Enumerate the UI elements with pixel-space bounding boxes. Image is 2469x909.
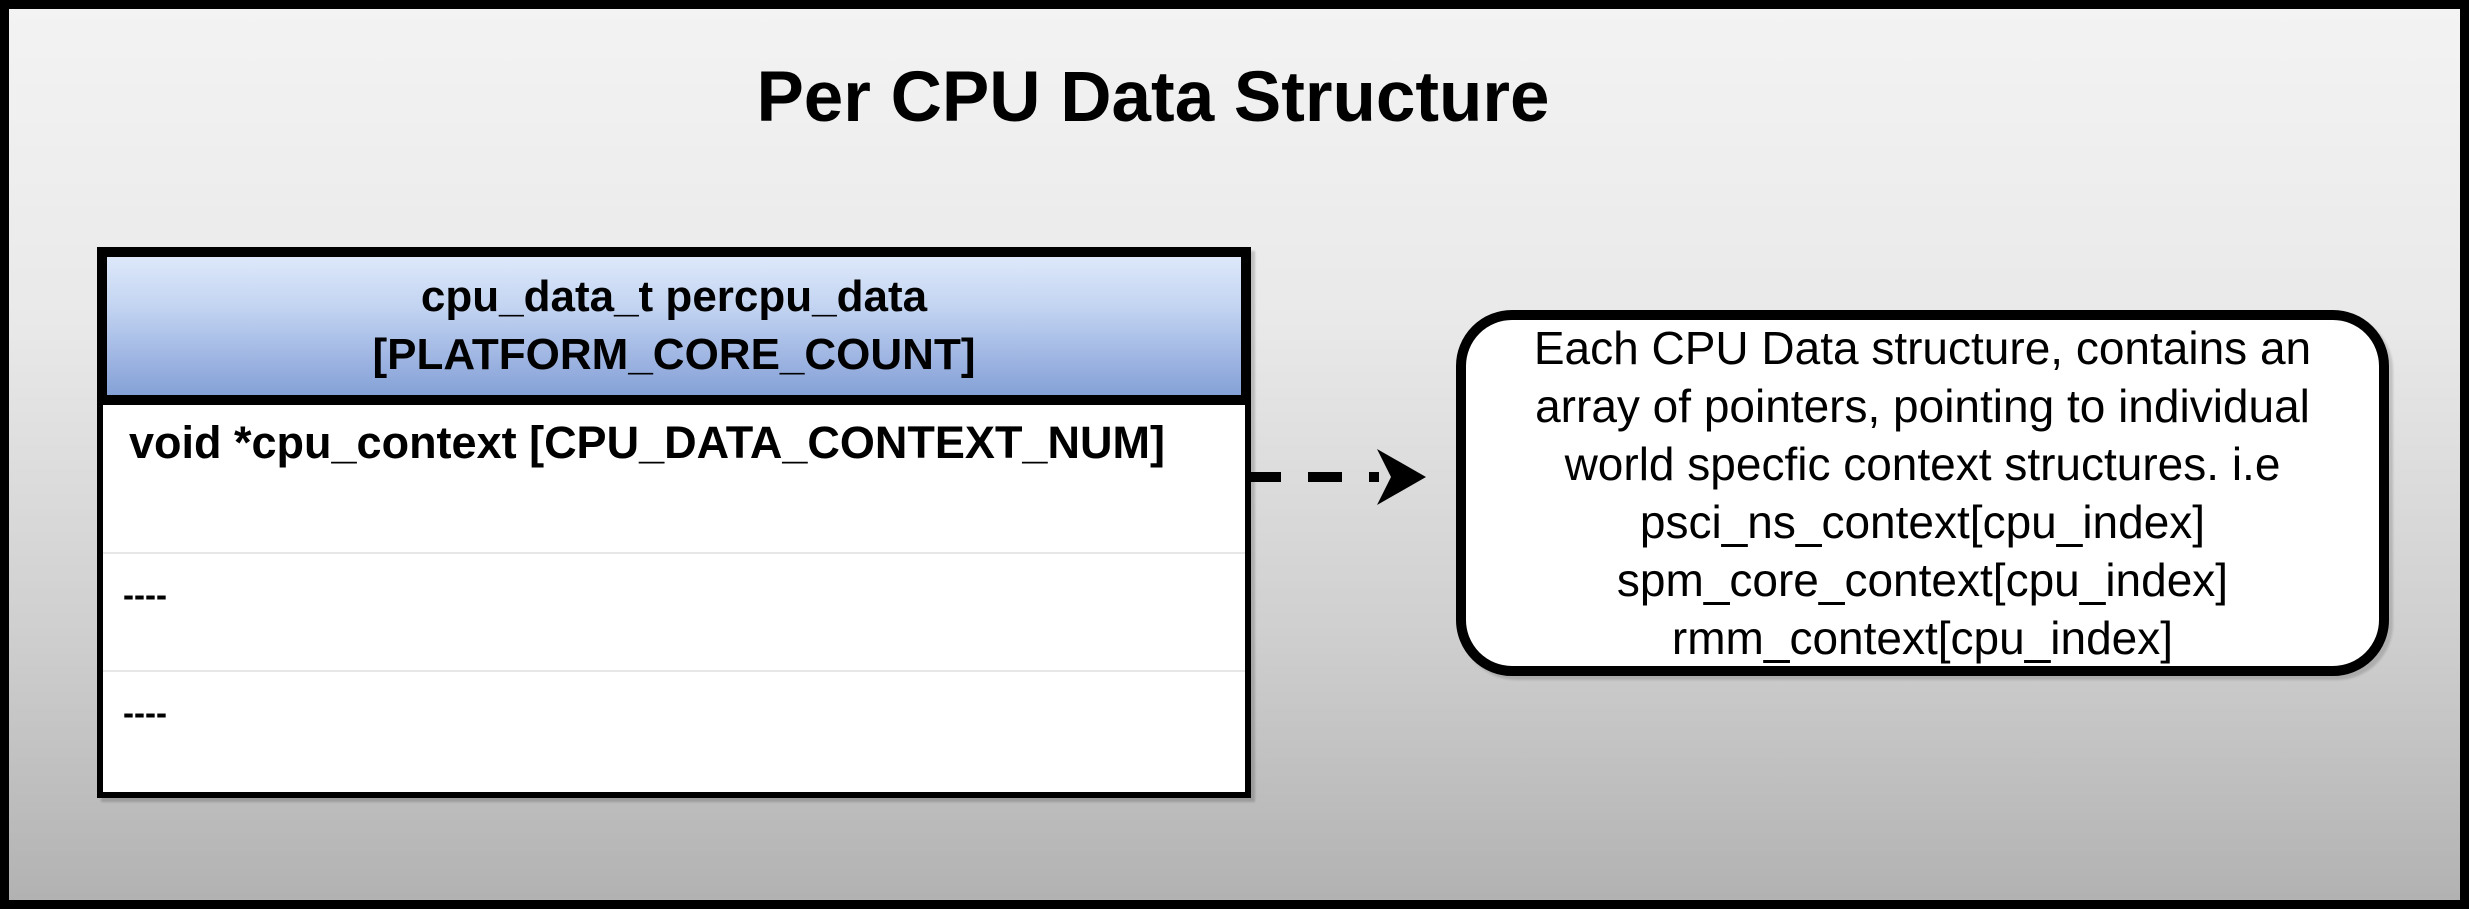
callout-line-6: rmm_context[cpu_index]	[1671, 612, 2174, 664]
table-row-placeholder-2: ----	[103, 670, 1245, 792]
cpu-data-table-header: cpu_data_t percpu_data [PLATFORM_CORE_CO…	[97, 247, 1251, 405]
callout-line-3: world specfic context structures. i.e	[1564, 438, 2281, 490]
page-title: Per CPU Data Structure	[756, 58, 1550, 137]
table-header-line-2: [PLATFORM_CORE_COUNT]	[372, 330, 976, 379]
cpu-data-table-body: void *cpu_context [CPU_DATA_CONTEXT_NUM]…	[97, 405, 1251, 798]
table-header-line-1: cpu_data_t percpu_data	[420, 272, 928, 321]
callout-line-1: Each CPU Data structure, contains an	[1533, 322, 2312, 374]
table-row-cpu-context: void *cpu_context [CPU_DATA_CONTEXT_NUM]	[129, 417, 1165, 468]
callout-line-5: spm_core_context[cpu_index]	[1616, 554, 2229, 606]
callout-line-4: psci_ns_context[cpu_index]	[1639, 496, 2206, 548]
callout-note: Each CPU Data structure, contains an arr…	[1456, 310, 2389, 676]
dashed-arrow-connector-icon	[1247, 449, 1426, 505]
callout-line-2: array of pointers, pointing to individua…	[1535, 380, 2310, 432]
table-row-placeholder-1: ----	[103, 552, 1245, 670]
